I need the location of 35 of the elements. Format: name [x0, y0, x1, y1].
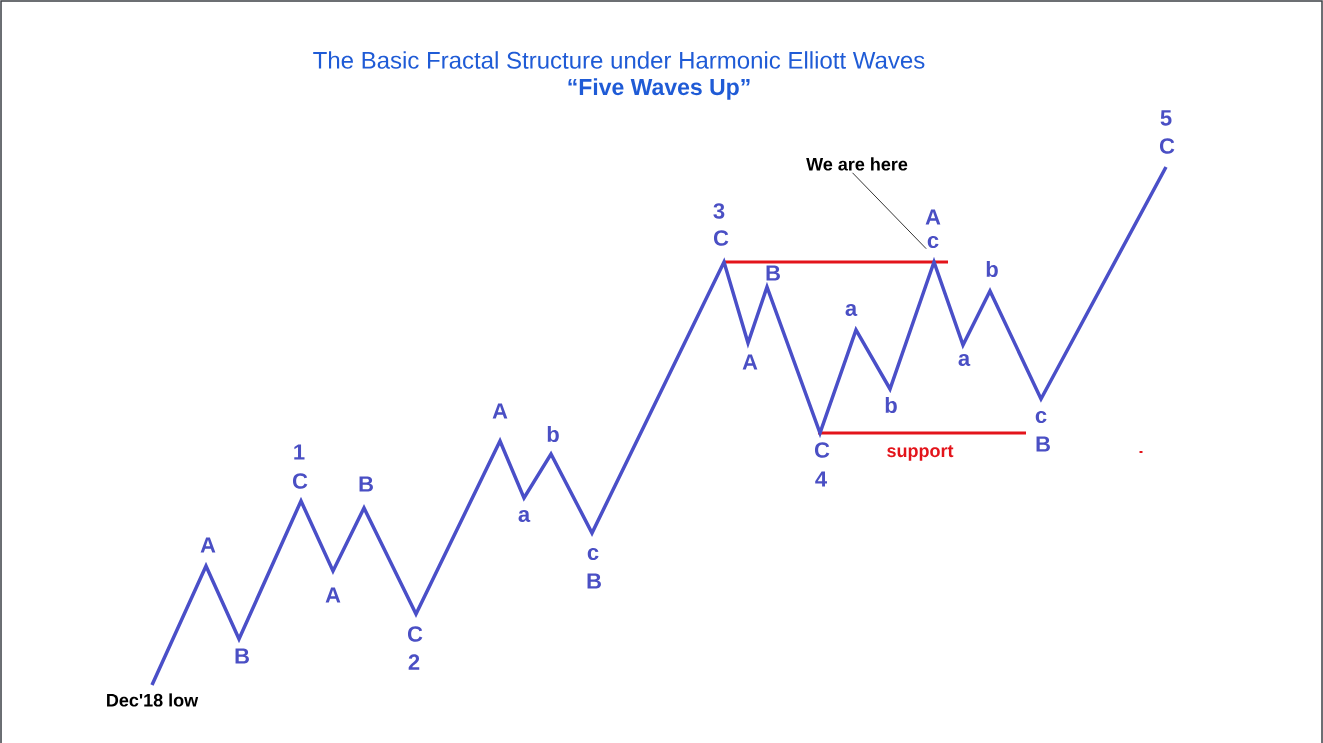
wave-label: A	[492, 403, 508, 419]
wave-label: 3	[713, 203, 725, 219]
wave-label: A	[925, 209, 941, 225]
wave-label: B	[587, 573, 601, 589]
wave-label: A	[742, 354, 758, 370]
wave-label: B	[359, 476, 373, 492]
subtitle: “Five Waves Up”	[568, 78, 750, 100]
wave-label: C	[713, 230, 729, 246]
wave-label: c	[927, 235, 939, 248]
leader-line	[852, 172, 927, 250]
support-label: support	[887, 445, 954, 461]
wave-label: c	[1035, 410, 1047, 423]
wave-label: 2	[408, 654, 420, 670]
wave-label: C	[407, 626, 423, 642]
callout-label: We are here	[806, 157, 908, 171]
start-label: Dec'18 low	[107, 693, 199, 707]
wave-label: 4	[815, 471, 827, 487]
wave-label: b	[885, 396, 897, 414]
wave-label: b	[547, 425, 559, 443]
wave-label: C	[292, 473, 308, 489]
wave-label: a	[958, 353, 971, 366]
wave-label: 5	[1160, 110, 1172, 126]
wave-label: a	[518, 509, 531, 522]
wave-label: A	[200, 537, 216, 553]
wave-label: B	[235, 648, 249, 664]
wave-label: C	[814, 442, 830, 458]
wave-label: B	[766, 265, 780, 281]
wave-label: c	[587, 547, 599, 560]
wave-label: C	[1159, 138, 1175, 154]
wave-label: B	[1036, 436, 1050, 452]
wave-label: a	[845, 303, 858, 316]
wave-label: A	[325, 587, 341, 603]
wave-label: b	[986, 260, 998, 278]
title: The Basic Fractal Structure under Harmonic Elliott Waves	[313, 51, 925, 69]
wave-label: 1	[294, 444, 305, 460]
